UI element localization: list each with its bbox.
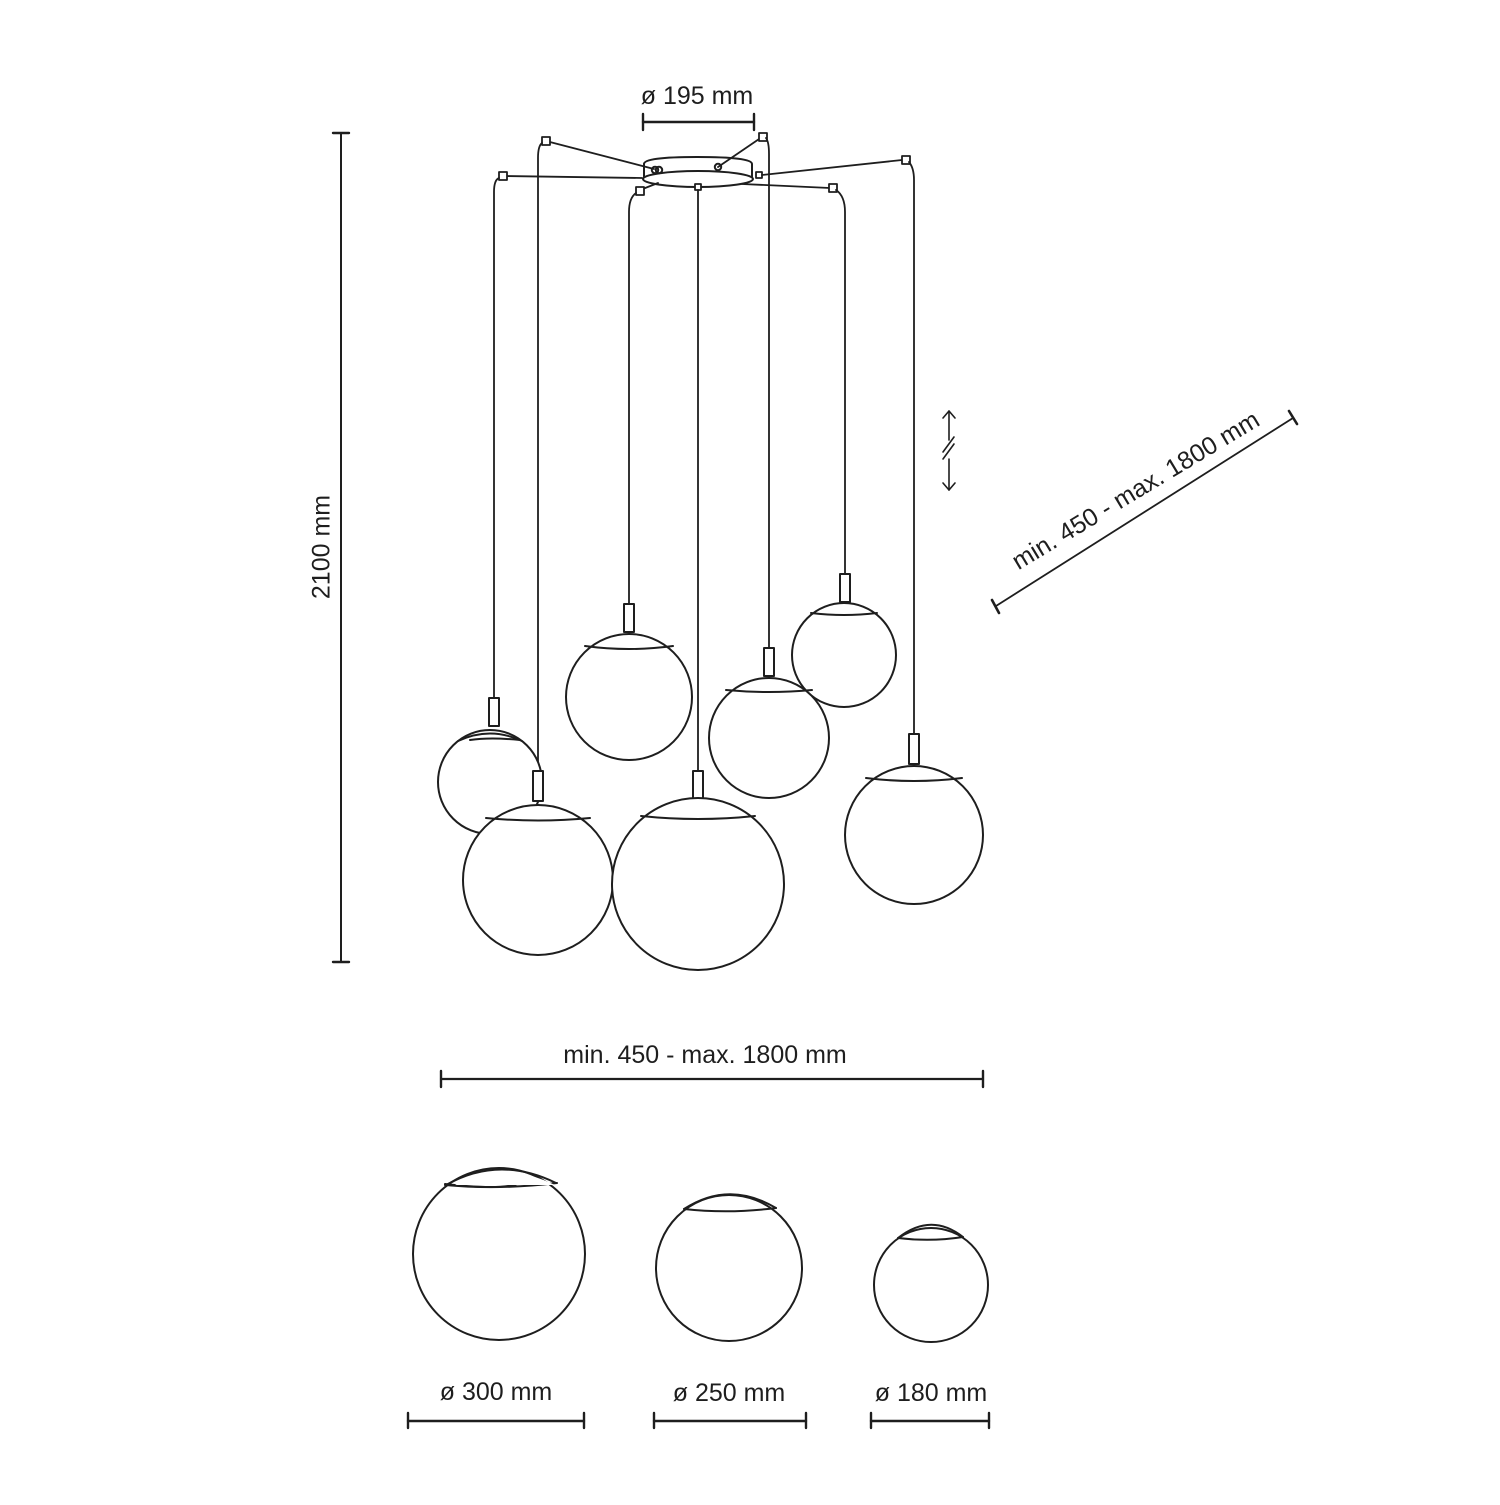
- globe-pendant-2: [463, 771, 613, 955]
- ceiling-canopy: [643, 157, 753, 187]
- globe-pendant-6: [792, 574, 896, 707]
- canopy-diameter-label: ø 195 mm: [640, 82, 754, 110]
- spread-width-dimension: [441, 1071, 983, 1087]
- globe-250-dimension: [654, 1413, 806, 1428]
- globe-pendant-5: [709, 648, 829, 798]
- globe-size-legend: [413, 1168, 988, 1342]
- pendant-globes: [438, 574, 983, 970]
- adjustable-length-arrows-icon: [943, 411, 955, 490]
- globe-180-label: ø 180 mm: [874, 1379, 988, 1407]
- globe-250-label: ø 250 mm: [672, 1379, 786, 1407]
- canopy-diameter-dimension: [643, 114, 754, 130]
- globe-180-illustration: [874, 1225, 988, 1342]
- globe-300-label: ø 300 mm: [439, 1378, 553, 1406]
- diagonal-length-dimension: [992, 411, 1297, 613]
- globe-180-dimension: [871, 1413, 989, 1428]
- total-height-label: 2100 mm: [307, 494, 336, 600]
- suspension-cables: [494, 133, 914, 771]
- globe-300-illustration: [413, 1168, 585, 1340]
- globe-pendant-3: [566, 604, 692, 760]
- height-dimension: [333, 133, 349, 962]
- globe-pendant-4: [612, 771, 784, 970]
- globe-pendant-7: [845, 734, 983, 904]
- globe-250-illustration: [656, 1194, 802, 1341]
- globe-300-dimension: [408, 1413, 584, 1428]
- spread-width-label: min. 450 - max. 1800 mm: [563, 1041, 847, 1069]
